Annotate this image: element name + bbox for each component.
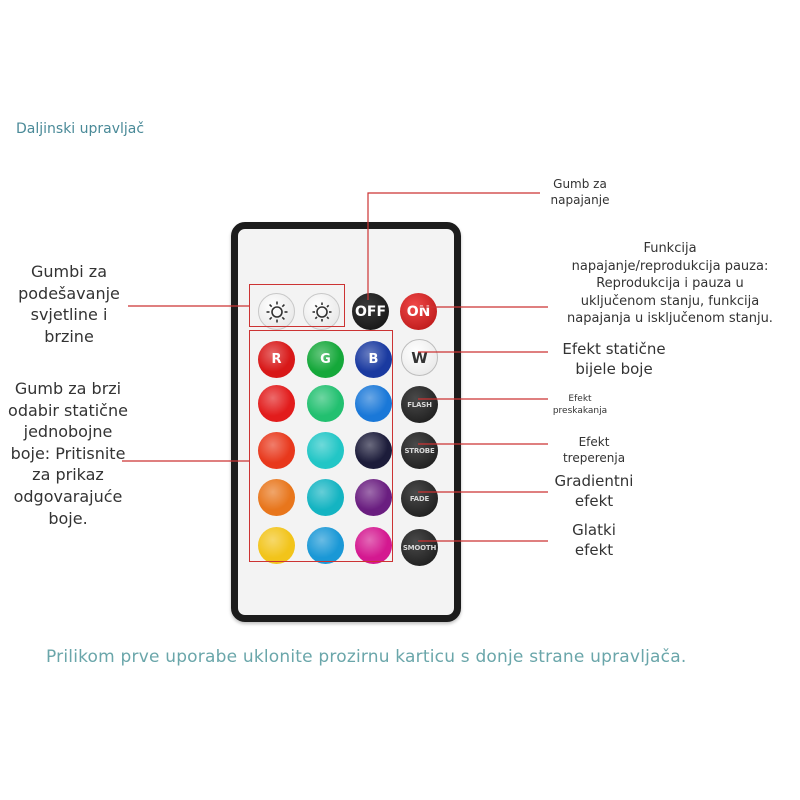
remote-control: OFF ON W FLASH STROBE FADE SMOOTH R G B — [231, 222, 461, 622]
color-button-r4-c2[interactable] — [307, 479, 344, 516]
page-title: Daljinski upravljač — [16, 121, 145, 137]
color-grid-highlight-box — [249, 330, 393, 562]
quick-color-callout: Gumb za brzi odabir statične jednobojne … — [8, 379, 128, 528]
strobe-label: STROBE — [404, 446, 435, 455]
brightness-highlight-box — [249, 284, 345, 327]
brightness-callout: Gumbi za podešavanje svjetline i brzine — [18, 262, 120, 346]
smooth-callout: Glatki efekt — [572, 521, 616, 559]
smooth-button[interactable]: SMOOTH — [401, 529, 438, 566]
strobe-button[interactable]: STROBE — [401, 432, 438, 469]
color-button-r2-c1[interactable] — [258, 385, 295, 422]
smooth-label: SMOOTH — [402, 543, 437, 552]
color-button-r3-c1[interactable] — [258, 432, 295, 469]
fade-button[interactable]: FADE — [401, 480, 438, 517]
sun-bright-icon — [266, 301, 287, 322]
color-button-r5-c2[interactable] — [307, 527, 344, 564]
brightness-down-button[interactable] — [303, 293, 340, 330]
color-button-r3-c3[interactable] — [355, 432, 392, 469]
play-pause-callout: Funkcija napajanje/reprodukcija pauza: R… — [567, 241, 773, 327]
color-button-r4-c3[interactable] — [355, 479, 392, 516]
color-button-r2-c2[interactable] — [307, 385, 344, 422]
power-callout-line — [367, 192, 540, 300]
g-label: G — [320, 352, 331, 367]
color-button-r4-c1[interactable] — [258, 479, 295, 516]
sun-dim-icon — [312, 302, 331, 321]
fade-callout: Gradientni efekt — [554, 472, 634, 510]
power-callout: Gumb za napajanje — [550, 177, 610, 207]
flash-label: FLASH — [407, 400, 432, 409]
strobe-callout: Efekt treperenja — [562, 435, 626, 465]
color-button-r5-c1[interactable] — [258, 527, 295, 564]
flash-button[interactable]: FLASH — [401, 386, 438, 423]
color-button-r1-c1[interactable]: R — [258, 341, 295, 378]
white-button[interactable]: W — [401, 339, 438, 376]
white-callout: Efekt statične bijele boje — [562, 340, 666, 378]
color-button-r1-c3[interactable]: B — [355, 341, 392, 378]
color-button-r5-c3[interactable] — [355, 527, 392, 564]
off-button[interactable]: OFF — [352, 293, 389, 330]
on-button[interactable]: ON — [400, 293, 437, 330]
r-label: R — [271, 352, 282, 367]
footer-note: Prilikom prve uporabe uklonite prozirnu … — [46, 647, 687, 667]
color-button-r3-c2[interactable] — [307, 432, 344, 469]
flash-callout: Efekt preskakanja — [552, 394, 608, 416]
fade-label: FADE — [409, 494, 430, 503]
w-label: W — [411, 348, 428, 367]
brightness-up-button[interactable] — [258, 293, 295, 330]
b-label: B — [368, 352, 379, 367]
off-label: OFF — [354, 303, 387, 320]
color-button-r2-c3[interactable] — [355, 385, 392, 422]
color-button-r1-c2[interactable]: G — [307, 341, 344, 378]
